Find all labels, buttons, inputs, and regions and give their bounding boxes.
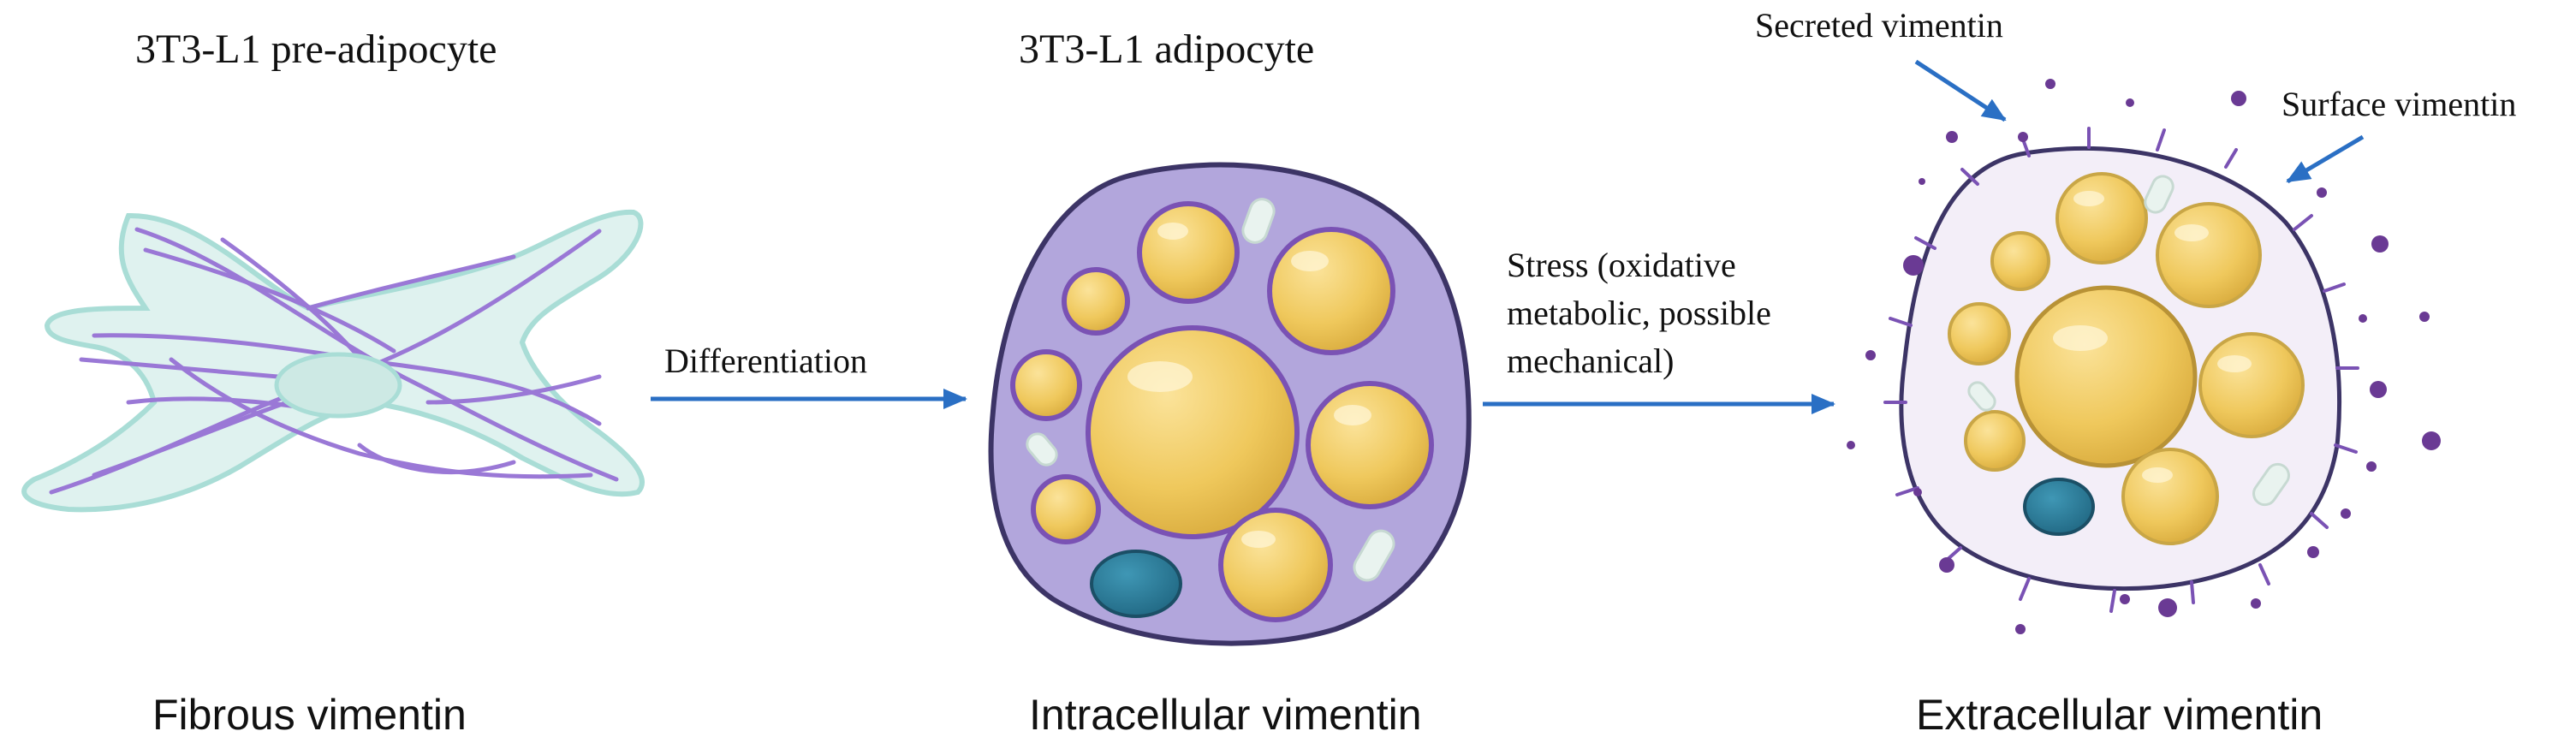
extracellular-vimentin-caption: Extracellular vimentin [1916,691,2323,739]
secreted-vimentin-dots [1847,79,2441,634]
stressed-adipocyte-icon [1883,127,2359,613]
intracellular-vimentin-caption: Intracellular vimentin [1029,691,1422,739]
preadipocyte-cell-icon [21,209,645,513]
adipocyte-cell-icon [988,162,1472,646]
differentiation-label: Differentiation [664,342,867,380]
adipocyte-title: 3T3-L1 adipocyte [1019,27,1315,72]
preadipocyte-nucleus [274,352,402,419]
stressed-adipocyte-nucleus [2023,478,2095,536]
adipocyte-nucleus [1090,550,1182,618]
surface-vimentin-label: Surface vimentin [2282,85,2517,123]
secreted-vimentin-label: Secreted vimentin [1755,6,2003,45]
stress-label: Stress (oxidative metabolic, possible me… [1507,246,1771,380]
surface-vimentin-pointer [2286,134,2365,184]
preadipocyte-title: 3T3-L1 pre-adipocyte [135,27,497,72]
fibrous-vimentin-caption: Fibrous vimentin [152,691,467,739]
secreted-vimentin-pointer [1914,59,2007,122]
